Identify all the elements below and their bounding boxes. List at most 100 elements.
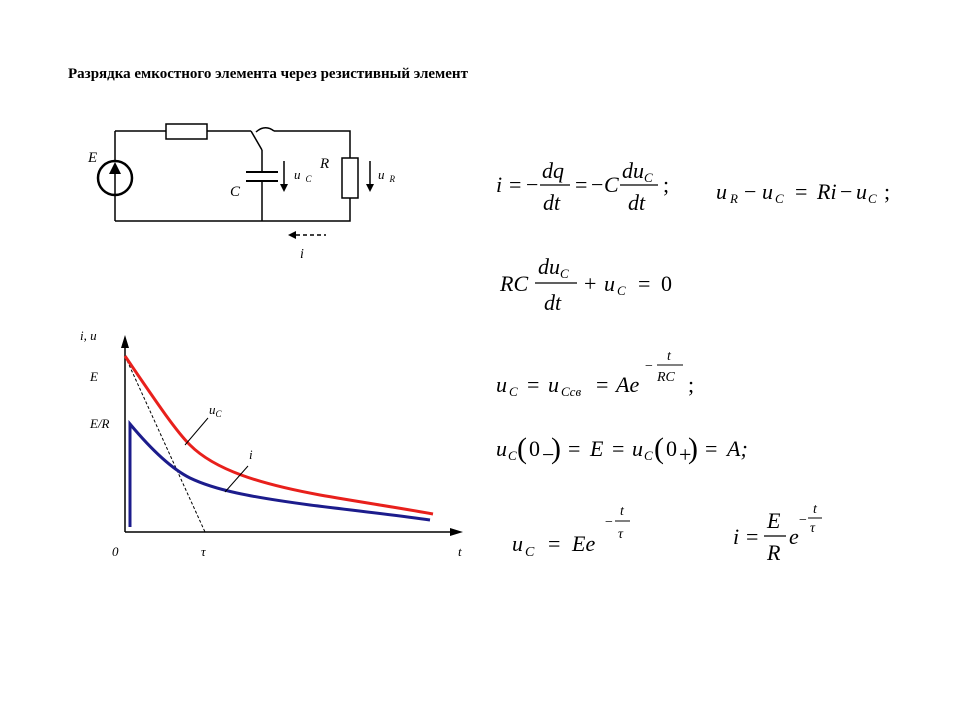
discharge-graph: i, u E E/R 0 τ t uC i <box>80 328 463 559</box>
svg-text:Ee: Ee <box>571 531 595 556</box>
svg-text:e: e <box>789 524 799 549</box>
svg-text:(: ( <box>517 432 527 465</box>
svg-text:−: − <box>591 172 603 197</box>
svg-text:=: = <box>705 436 717 461</box>
wire-bottom <box>115 198 351 222</box>
svg-text:t: t <box>667 349 672 364</box>
uc-arrow-head <box>280 184 288 192</box>
svg-text:t: t <box>813 502 818 517</box>
svg-text:τ: τ <box>618 527 624 542</box>
svg-text:dt: dt <box>543 190 561 215</box>
svg-text:−: − <box>799 513 807 528</box>
svg-text:=: = <box>746 524 758 549</box>
svg-text:dq: dq <box>542 158 564 183</box>
svg-text:Ae: Ae <box>614 372 639 397</box>
label-i: i <box>300 247 304 262</box>
svg-text:i: i <box>733 524 739 549</box>
i-curve-label: i <box>249 447 253 462</box>
svg-text:;: ; <box>688 372 694 397</box>
svg-text:=: = <box>509 172 521 197</box>
uc-curve <box>123 355 434 516</box>
svg-text:=: = <box>575 172 587 197</box>
svg-text:=: = <box>596 372 608 397</box>
svg-text:=: = <box>527 372 539 397</box>
svg-text:0: 0 <box>666 436 677 461</box>
svg-text:i: i <box>496 172 502 197</box>
y-tick-ER: E/R <box>89 416 110 431</box>
x-tick-tau: τ <box>201 544 207 559</box>
formula-i-solution: i = E R e − t τ <box>733 502 822 565</box>
label-C: C <box>230 184 241 200</box>
svg-text:uC: uC <box>632 436 653 463</box>
svg-text:−: − <box>744 179 756 204</box>
svg-text:=: = <box>795 179 807 204</box>
svg-text:t: t <box>620 504 625 519</box>
svg-text:uC: uC <box>604 271 626 298</box>
svg-text:uR: uR <box>716 179 738 206</box>
source-arrow-head <box>109 162 121 174</box>
svg-text:E: E <box>766 508 781 533</box>
formula-initial-condition: uC ( 0 − ) = E = uC ( 0 + ) = A; <box>496 432 748 467</box>
svg-text:τ: τ <box>810 521 816 536</box>
svg-text:;: ; <box>663 172 669 197</box>
svg-text:duC: duC <box>538 254 569 281</box>
svg-text:E: E <box>589 436 604 461</box>
y-tick-E: E <box>89 369 98 384</box>
svg-text:uC: uC <box>512 531 535 560</box>
page-title: Разрядка емкостного элемента через резис… <box>68 66 468 82</box>
svg-text:=: = <box>638 271 650 296</box>
svg-text:=: = <box>568 436 580 461</box>
x-axis-label: t <box>458 544 462 559</box>
svg-text:uC: uC <box>496 372 518 399</box>
svg-text:=: = <box>612 436 624 461</box>
y-axis-label: i, u <box>80 328 97 343</box>
label-E: E <box>87 150 97 166</box>
tangent-line <box>124 355 206 533</box>
label-R: R <box>319 156 329 172</box>
resistor-series <box>165 123 208 140</box>
svg-text:A;: A; <box>725 436 748 461</box>
switch <box>250 130 263 151</box>
x-origin: 0 <box>112 544 119 559</box>
svg-text:): ) <box>551 432 561 465</box>
svg-text:0: 0 <box>529 436 540 461</box>
svg-text:): ) <box>688 432 698 465</box>
svg-text:−: − <box>605 515 613 530</box>
svg-text:RC: RC <box>499 271 528 296</box>
current-arrow-head <box>288 231 296 239</box>
svg-text:−: − <box>542 442 554 467</box>
svg-text:duC: duC <box>622 158 653 185</box>
svg-text:−: − <box>526 172 538 197</box>
svg-text:0: 0 <box>661 271 672 296</box>
svg-text:+: + <box>584 271 596 296</box>
svg-text:uC: uC <box>762 179 784 206</box>
svg-text:R: R <box>766 540 781 565</box>
svg-text:uC: uC <box>496 436 517 463</box>
uc-curve-label: uC <box>209 402 223 419</box>
switch-arc <box>255 127 275 133</box>
ur-arrow-head <box>366 184 374 192</box>
svg-text:dt: dt <box>628 190 646 215</box>
svg-text:dt: dt <box>544 290 562 315</box>
svg-text:=: = <box>548 531 560 556</box>
i-curve <box>128 419 431 527</box>
i-label-leader <box>224 465 249 493</box>
svg-text:(: ( <box>654 432 664 465</box>
svg-text:RC: RC <box>656 370 676 385</box>
resistor-R <box>341 157 359 199</box>
svg-text:C: C <box>604 172 619 197</box>
uc-label-leader <box>184 417 209 446</box>
capacitor-plates <box>246 171 278 182</box>
formula-current-derivative: i = − dq dt = − C duC dt ; <box>496 158 669 215</box>
x-axis-arrow <box>450 528 463 536</box>
svg-text:+: + <box>679 442 691 467</box>
y-axis-arrow <box>121 335 129 348</box>
